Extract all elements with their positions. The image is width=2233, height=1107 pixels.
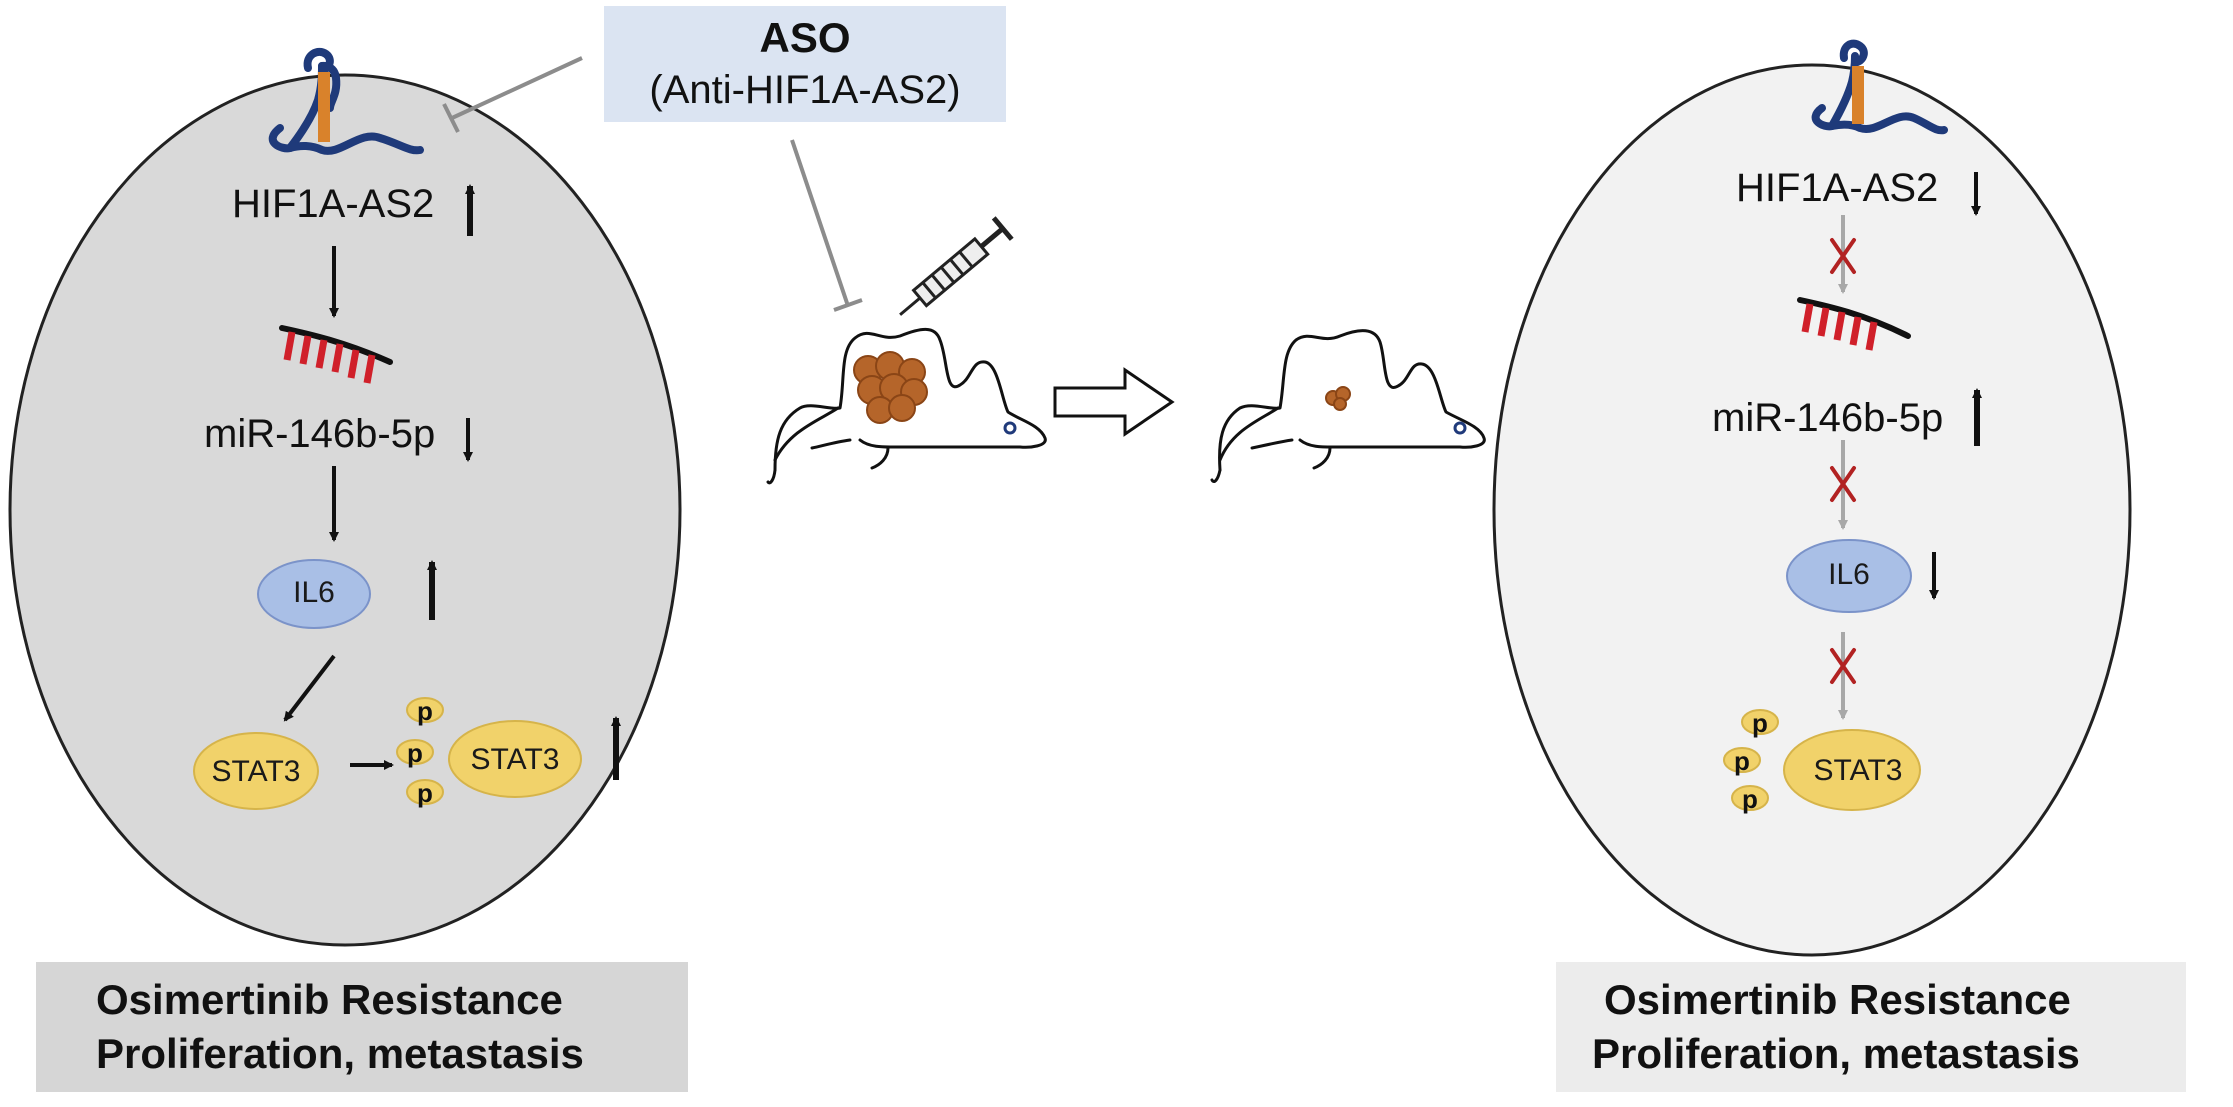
left-stat3-node xyxy=(193,732,319,810)
treatment-outcome-arrow xyxy=(1053,367,1175,437)
right-il6-node xyxy=(1786,539,1912,613)
mouse-treated-eye xyxy=(1003,421,1017,435)
left-stat3-label: STAT3 xyxy=(211,755,301,788)
right-il6-label: IL6 xyxy=(1828,558,1870,591)
left-arrow-3 xyxy=(283,654,336,722)
right-block-x-3 xyxy=(1830,648,1856,684)
right-pstat3-label: STAT3 xyxy=(1813,754,1903,787)
right-outcome-line-1: Osimertinib Resistance xyxy=(1604,976,2071,1023)
left-phospho-1 xyxy=(406,697,444,723)
right-outcome-line-2: Proliferation, metastasis xyxy=(1592,1030,2080,1077)
aso-inhibit-tumor-bar xyxy=(833,298,863,312)
left-mirna-icon xyxy=(279,325,393,384)
mouse-treated-icon xyxy=(766,327,1047,485)
right-phospho-3 xyxy=(1731,785,1769,811)
aso-label-box: ASO (Anti-HIF1A-AS2) xyxy=(604,6,1006,122)
right-mirna-icon xyxy=(1797,297,1911,351)
right-phospho-label-1: p xyxy=(1752,708,1768,738)
left-outcome-line-1: Osimertinib Resistance xyxy=(96,976,563,1023)
left-phospho-label-1: p xyxy=(417,696,433,726)
right-phospho-2 xyxy=(1723,747,1761,773)
left-il6-node xyxy=(257,559,371,629)
left-phospho-3 xyxy=(406,779,444,805)
small-tumor-icon xyxy=(1325,386,1351,411)
right-lncrna-icon xyxy=(1811,39,1948,135)
right-phospho-1 xyxy=(1741,709,1779,735)
left-pstat3-node xyxy=(448,720,582,798)
right-outcome-box: Osimertinib Resistance Proliferation, me… xyxy=(1556,962,2186,1092)
left-phospho-label-3: p xyxy=(417,778,433,808)
left-outcome-box: Osimertinib Resistance Proliferation, me… xyxy=(36,962,688,1092)
right-mirna-label: miR-146b-5p xyxy=(1712,396,1944,440)
large-tumor-icon xyxy=(853,351,928,424)
left-lncrna-icon xyxy=(268,47,424,155)
left-mirna-label: miR-146b-5p xyxy=(204,412,436,456)
aso-subtitle: (Anti-HIF1A-AS2) xyxy=(649,68,961,112)
aso-inhibit-lncrna-bar xyxy=(442,103,460,133)
aso-inhibit-tumor-line xyxy=(790,139,850,307)
mouse-result-icon xyxy=(1210,329,1486,484)
aso-inhibit-lncrna-line xyxy=(451,56,583,120)
left-phospho-label-2: p xyxy=(407,738,423,768)
right-phospho-label-2: p xyxy=(1734,746,1750,776)
right-lncrna-label: HIF1A-AS2 xyxy=(1736,166,1939,210)
left-pstat3-label: STAT3 xyxy=(470,743,560,776)
right-block-x-1 xyxy=(1830,238,1856,274)
right-pstat3-node xyxy=(1783,729,1921,811)
mouse-result-eye xyxy=(1453,421,1467,435)
syringe-icon xyxy=(899,216,1014,316)
right-block-x-2 xyxy=(1830,466,1856,502)
right-phospho-label-3: p xyxy=(1742,784,1758,814)
left-phospho-2 xyxy=(396,739,434,765)
left-outcome-line-2: Proliferation, metastasis xyxy=(96,1030,584,1077)
right-cell xyxy=(1492,63,2132,957)
aso-title: ASO xyxy=(759,14,851,61)
left-il6-label: IL6 xyxy=(293,576,335,609)
left-lncrna-label: HIF1A-AS2 xyxy=(232,182,435,226)
